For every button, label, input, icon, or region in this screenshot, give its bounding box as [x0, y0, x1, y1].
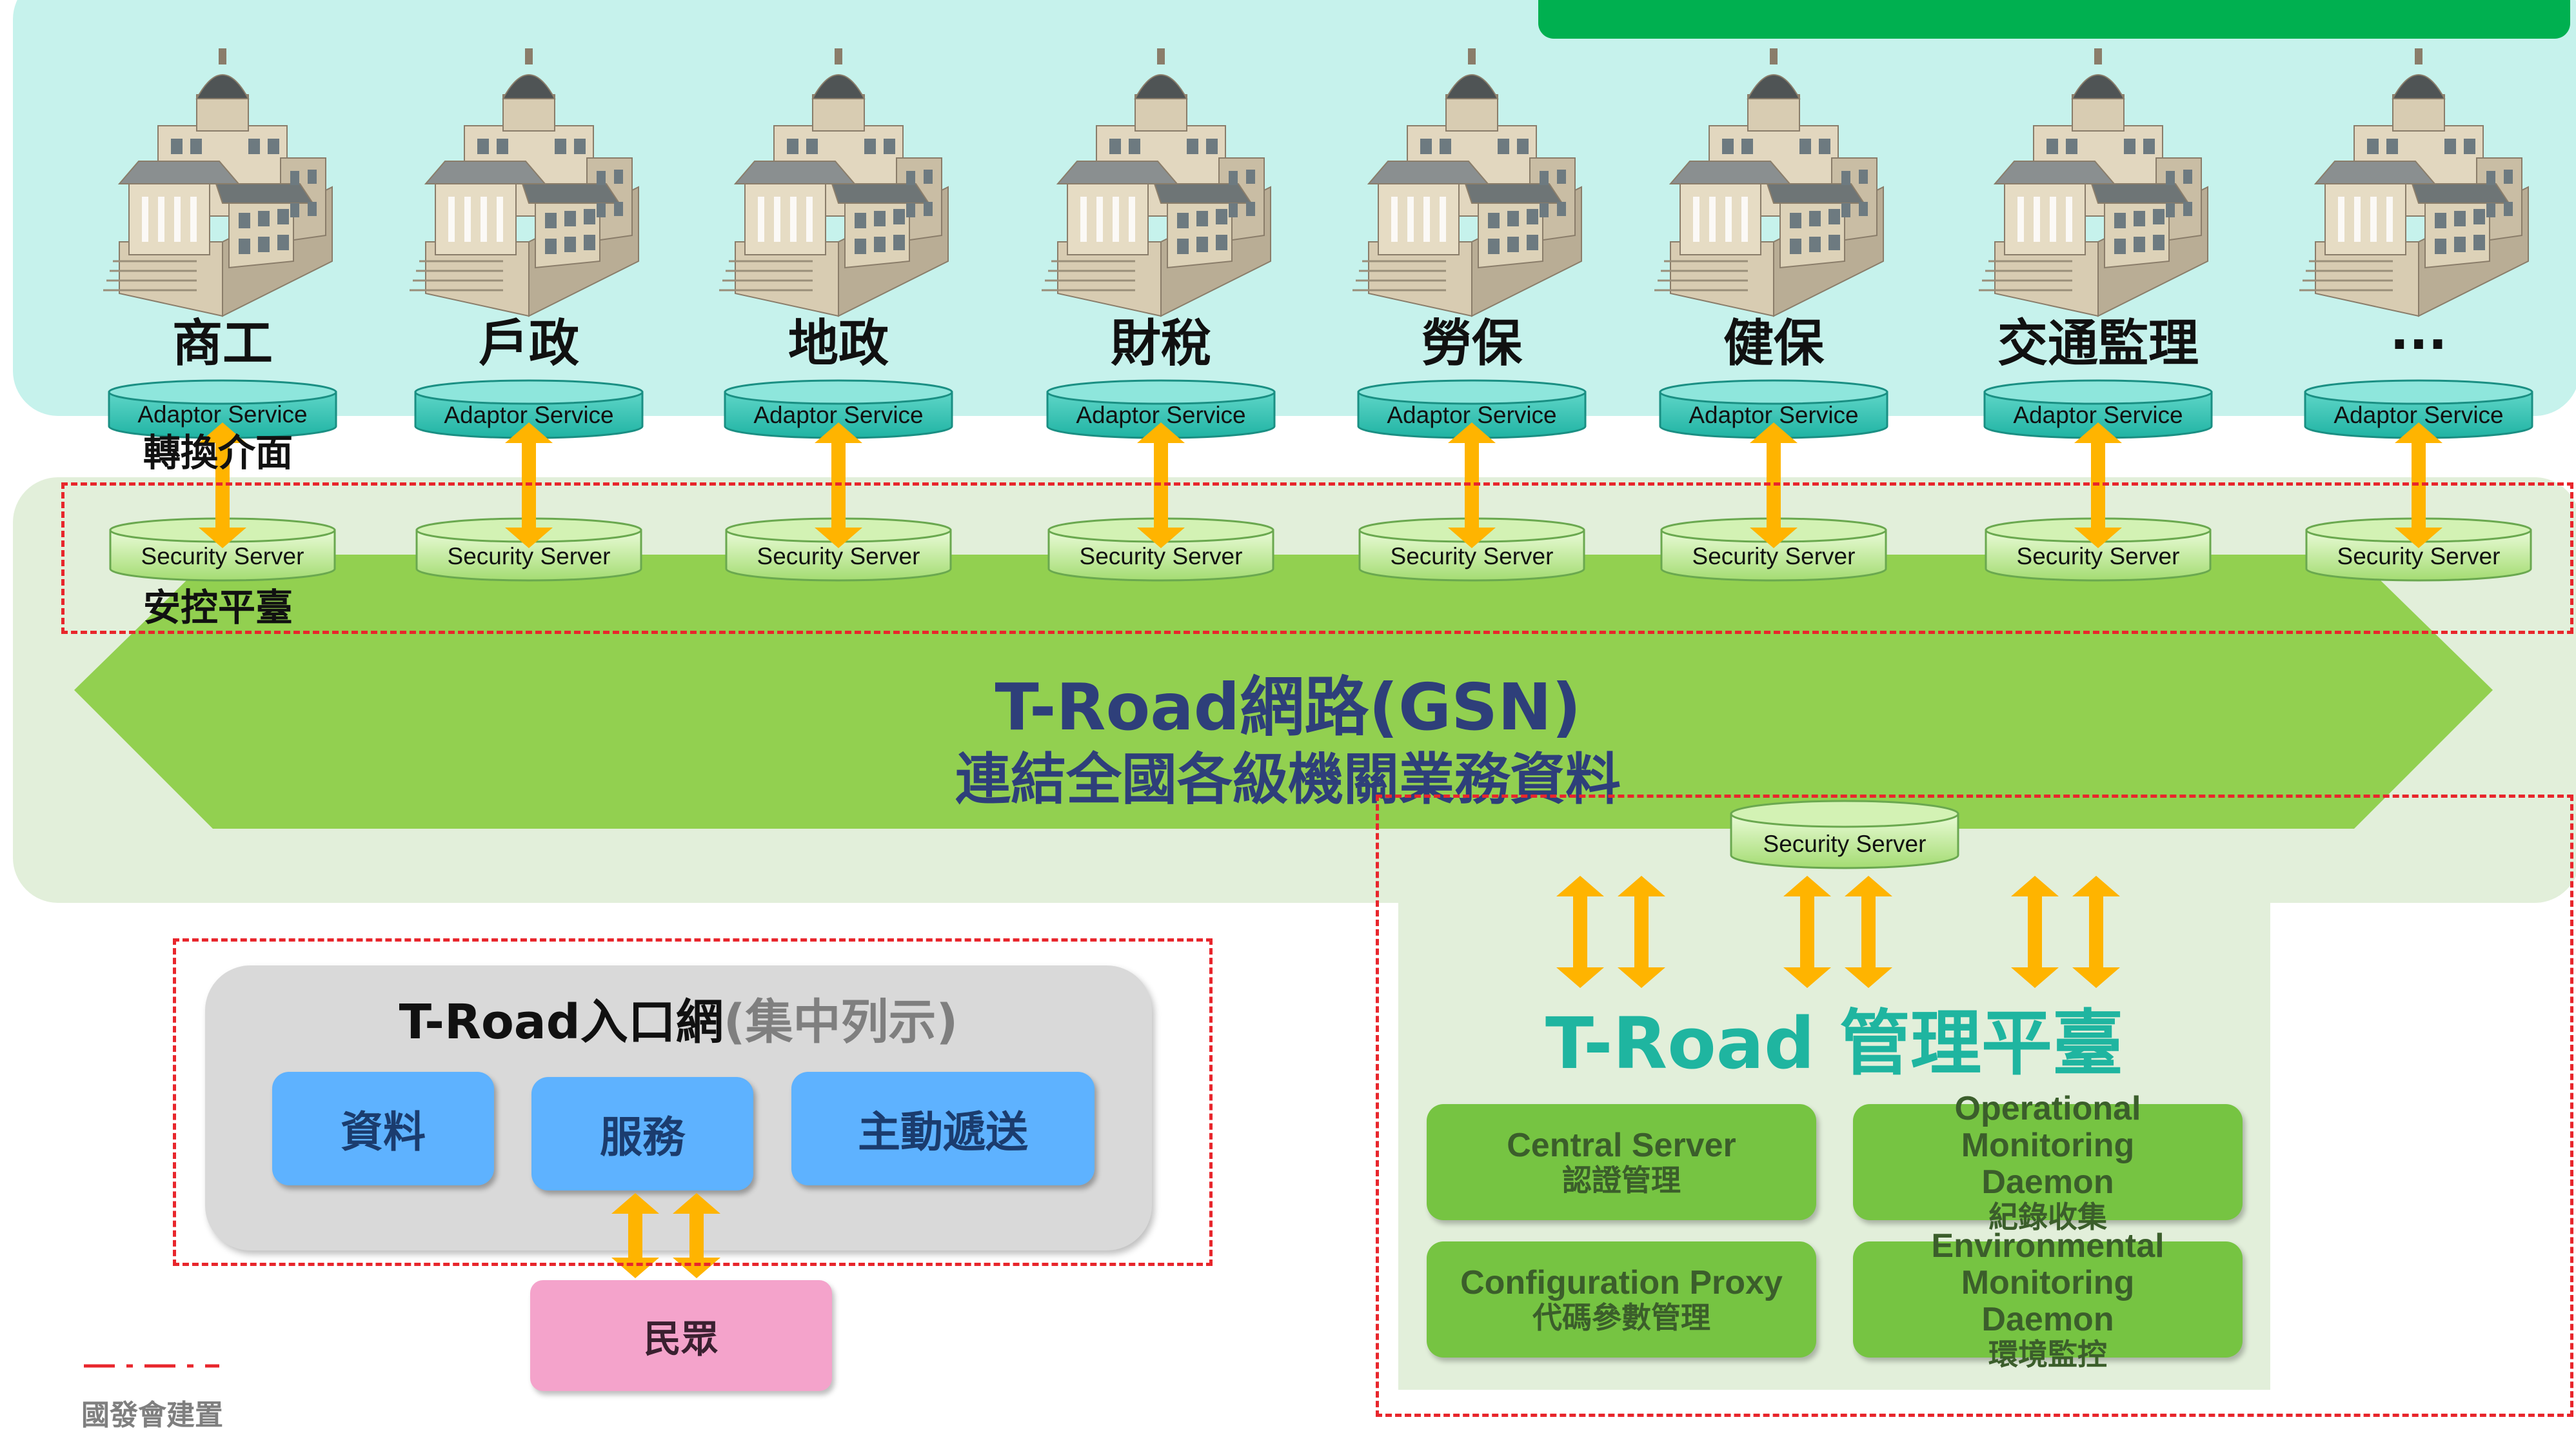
portal-data-button[interactable]: 資料 — [272, 1072, 494, 1185]
public-arrow — [611, 1193, 659, 1278]
management-arrow — [2072, 876, 2120, 988]
agency-name: 健保 — [1723, 315, 1824, 373]
security-server-cylinder — [1357, 517, 1587, 586]
portal-boundary — [173, 938, 1213, 1266]
security-layer-boundary — [61, 482, 2573, 634]
environmental-monitoring-desc: 環境監控 — [1988, 1337, 2107, 1372]
management-security-cylinder — [1730, 800, 1959, 869]
agency-name: 地政 — [788, 315, 889, 373]
operational-monitoring-desc: 紀錄收集 — [1988, 1200, 2107, 1235]
central-server-box: Central Server 認證管理 — [1427, 1104, 1816, 1220]
adaptor-service-cylinder — [1658, 379, 1890, 444]
building-icon — [1976, 48, 2221, 322]
network-subtitle: 連結全國各級機關業務資料 — [955, 747, 1621, 812]
building-icon — [100, 48, 345, 322]
building-icon — [1349, 48, 1594, 322]
management-title: T-Road 管理平臺 — [1545, 1002, 2124, 1085]
building-icon — [1038, 48, 1283, 322]
portal-title-main: T-Road入口網 — [399, 994, 724, 1050]
agency-name: 交通監理 — [1997, 315, 2199, 373]
agency-name: 戶政 — [478, 315, 579, 373]
public-box: 民眾 — [530, 1280, 832, 1391]
adaptor-service-cylinder — [413, 379, 645, 444]
management-boundary — [1376, 795, 2573, 1417]
configuration-proxy-box: Configuration Proxy 代碼參數管理 — [1427, 1241, 1816, 1358]
central-server-desc: 認證管理 — [1562, 1163, 1681, 1198]
agency-name: 勞保 — [1421, 315, 1522, 373]
agency-name: 商工 — [172, 315, 273, 373]
operational-monitoring-box: Operational Monitoring Daemon 紀錄收集 — [1853, 1090, 2243, 1234]
portal-service-button[interactable]: 服務 — [531, 1077, 753, 1191]
building-icon — [1651, 48, 1896, 322]
building-icon — [2296, 48, 2541, 322]
public-arrow — [673, 1193, 720, 1278]
portal-title-note: (集中列示) — [723, 994, 958, 1050]
legend-label: 國發會建置 — [81, 1399, 223, 1432]
portal-delivery-button[interactable]: 主動遞送 — [791, 1072, 1095, 1185]
security-layer-label: 安控平臺 — [143, 586, 293, 629]
header-bar — [1538, 0, 2570, 39]
operational-monitoring-name: Operational Monitoring Daemon — [1954, 1089, 2141, 1201]
portal-title: T-Road入口網(集中列示) — [205, 983, 1152, 1053]
management-arrow — [1618, 876, 1665, 988]
adaptor-layer-label: 轉換介面 — [143, 431, 293, 475]
agency-name: ... — [2390, 303, 2448, 361]
environmental-monitoring-box: Environmental Monitoring Daemon 環境監控 — [1853, 1227, 2243, 1371]
adaptor-service-cylinder — [1982, 379, 2214, 444]
security-server-cylinder — [1983, 517, 2213, 586]
management-arrow — [2011, 876, 2059, 988]
configuration-proxy-name: Configuration Proxy — [1460, 1264, 1783, 1302]
security-server-cylinder — [414, 517, 644, 586]
building-icon — [406, 48, 651, 322]
legend-dash-line — [84, 1364, 219, 1368]
management-arrow — [1845, 876, 1892, 988]
adaptor-service-cylinder — [2303, 379, 2535, 444]
agency-name: 財稅 — [1110, 315, 1211, 373]
management-security-label: Security Server — [1763, 831, 1927, 857]
management-arrow — [1783, 876, 1831, 988]
configuration-proxy-desc: 代碼參數管理 — [1532, 1300, 1710, 1336]
building-icon — [716, 48, 961, 322]
management-arrow — [1556, 876, 1604, 988]
network-title: T-Road網路(GSN) — [995, 669, 1581, 745]
central-server-name: Central Server — [1507, 1127, 1736, 1165]
environmental-monitoring-name: Environmental Monitoring Daemon — [1931, 1227, 2165, 1339]
adaptor-service-cylinder — [1356, 379, 1588, 444]
